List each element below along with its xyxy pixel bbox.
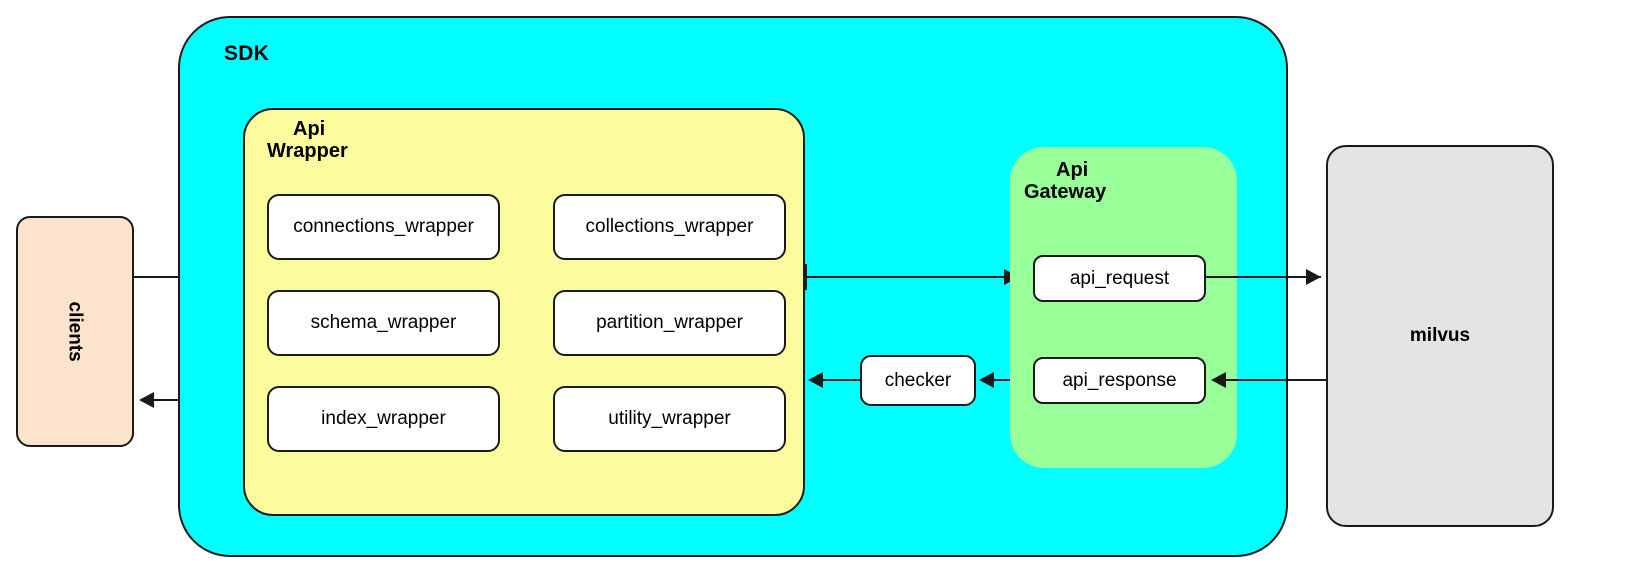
arrow-right-icon bbox=[1306, 269, 1321, 285]
index-wrapper-node[interactable]: index_wrapper bbox=[267, 386, 500, 452]
api-gateway-label-line1: Api bbox=[1056, 159, 1089, 181]
api-gateway-label: Api Gateway bbox=[1024, 159, 1224, 204]
clients-label: clients bbox=[64, 301, 86, 362]
clients-node[interactable]: clients bbox=[16, 216, 134, 447]
arrow-left-icon bbox=[808, 372, 823, 388]
checker-node[interactable]: checker bbox=[860, 355, 976, 406]
arrow-left-icon bbox=[979, 372, 994, 388]
api-wrapper-label-line1: Api bbox=[293, 118, 326, 140]
milvus-node[interactable]: milvus bbox=[1326, 145, 1554, 527]
sdk-label: SDK bbox=[224, 42, 269, 65]
api-wrapper-label-line2: Wrapper bbox=[267, 140, 348, 163]
arrow-left-icon bbox=[1211, 372, 1226, 388]
collections-wrapper-node[interactable]: collections_wrapper bbox=[553, 194, 786, 260]
edge-api-request-to-milvus bbox=[1206, 276, 1321, 278]
api-gateway-panel[interactable]: Api Gateway bbox=[1010, 147, 1237, 468]
arrow-left-icon bbox=[139, 392, 154, 408]
api-request-node[interactable]: api_request bbox=[1033, 255, 1206, 302]
edge-api-wrapper-to-api-request bbox=[805, 276, 1020, 278]
api-wrapper-label: Api Wrapper bbox=[267, 118, 467, 163]
api-gateway-label-line2: Gateway bbox=[1024, 181, 1107, 204]
connections-wrapper-node[interactable]: connections_wrapper bbox=[267, 194, 500, 260]
utility-wrapper-node[interactable]: utility_wrapper bbox=[553, 386, 786, 452]
edge-milvus-to-api-response bbox=[1218, 379, 1326, 381]
api-response-node[interactable]: api_response bbox=[1033, 357, 1206, 404]
partition-wrapper-node[interactable]: partition_wrapper bbox=[553, 290, 786, 356]
edge-checker-to-api-wrapper bbox=[822, 379, 860, 381]
schema-wrapper-node[interactable]: schema_wrapper bbox=[267, 290, 500, 356]
